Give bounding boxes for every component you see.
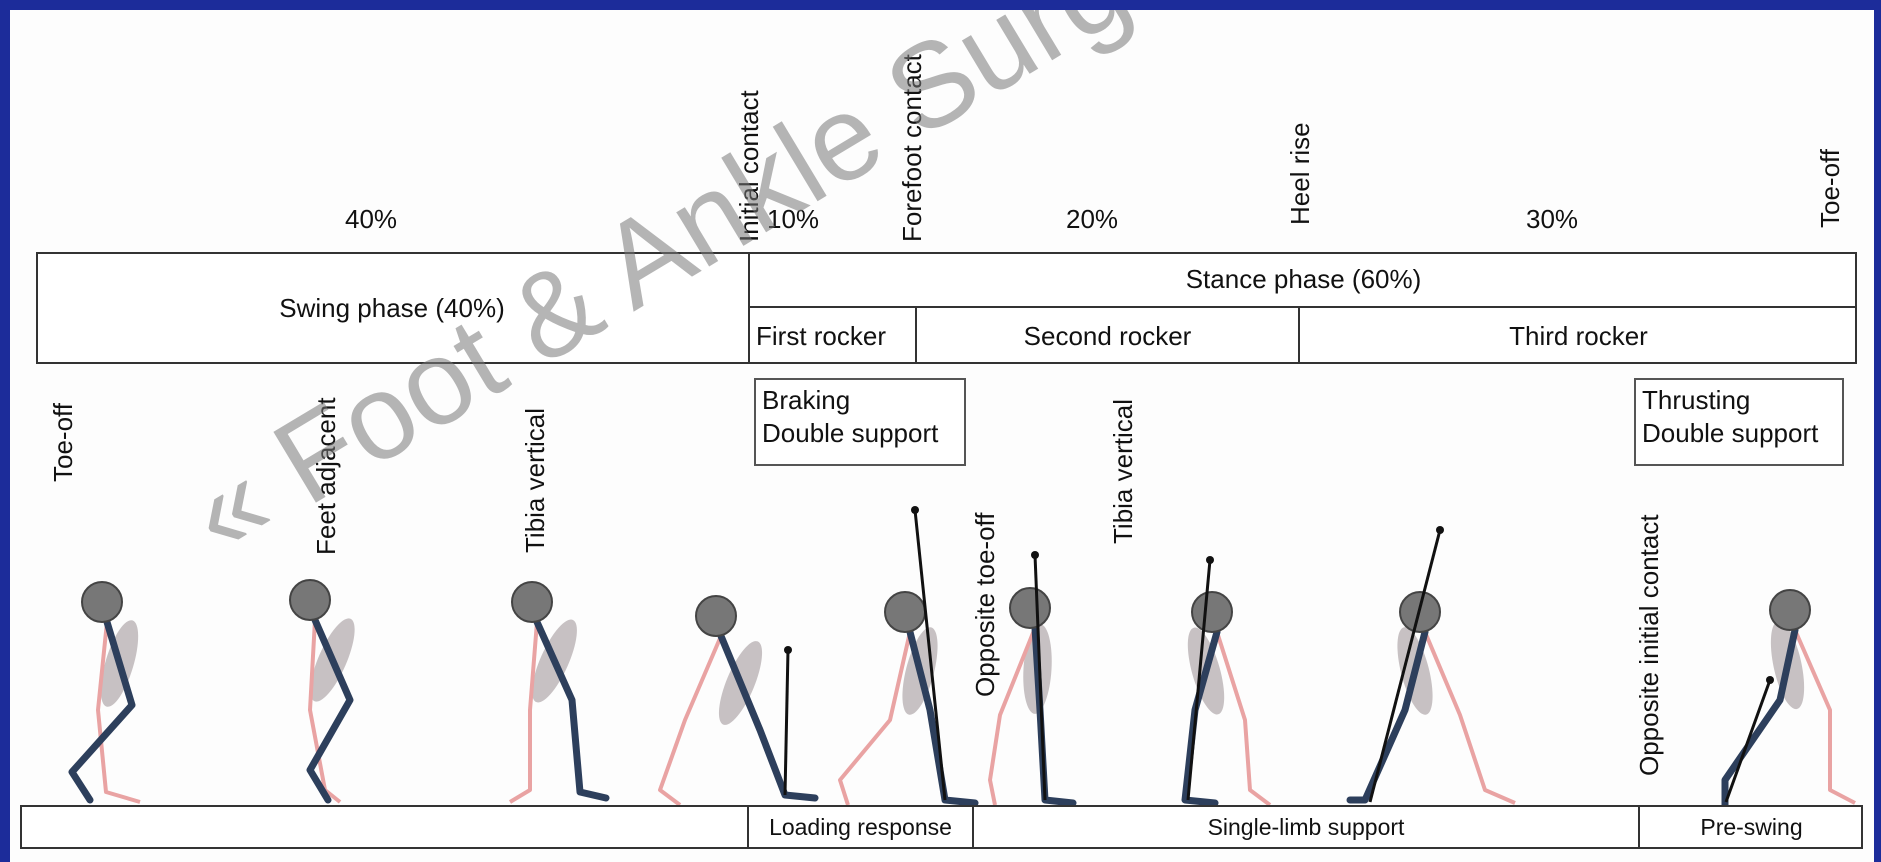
- pelvis-3: [511, 581, 553, 623]
- rocker-divider-1: [915, 306, 917, 364]
- contralateral-leg-8: [1423, 631, 1516, 805]
- force-vector-6: [1033, 554, 1047, 801]
- force-vector-head-9: [1766, 676, 1774, 684]
- contralateral-leg-7: [1215, 631, 1272, 807]
- swing-percent: 40%: [345, 204, 398, 234]
- force-vector-head-6: [1031, 551, 1039, 559]
- thrusting-text: Thrusting: [1642, 385, 1751, 415]
- pelvis-7: [1191, 591, 1233, 633]
- force-vector-8: [1368, 529, 1442, 803]
- force-vector-4: [783, 649, 790, 796]
- first-rocker-cell: First rocker: [756, 320, 886, 351]
- braking-text: Braking: [762, 385, 851, 415]
- rocker-divider: [748, 306, 1857, 308]
- third-rocker-cell: Third rocker: [1509, 320, 1648, 351]
- stance-phase-cell: Stance phase (60%): [1185, 263, 1422, 294]
- reference-leg-5: [906, 628, 979, 807]
- reference-leg-4: [717, 632, 819, 802]
- force-vector-head-8: [1436, 526, 1444, 534]
- contralateral-leg-1: [96, 621, 141, 804]
- braking-double-support-text: Double support: [762, 417, 939, 448]
- pelvis-4: [695, 595, 737, 637]
- force-vector-head-4: [784, 646, 792, 654]
- contralateral-leg-6: [988, 627, 1037, 806]
- loading-response-segment: Loading response: [769, 813, 952, 840]
- third-rocker-percent: 30%: [1526, 204, 1579, 234]
- pelvis-1: [81, 581, 123, 623]
- reference-leg-7: [1181, 628, 1221, 807]
- second-rocker-percent: 20%: [1066, 204, 1119, 234]
- force-vector-head-7: [1206, 556, 1214, 564]
- first-rocker-percent: 10%: [767, 204, 820, 234]
- reference-leg-9: [1721, 626, 1799, 809]
- braking-note: Braking Double support: [754, 378, 966, 466]
- pre-swing-segment: Pre-swing: [1700, 813, 1803, 840]
- bottom-divider-3: [1638, 805, 1640, 849]
- pelvis-5: [884, 591, 926, 633]
- gait-cycle-diagram: 40% 10% 20% 30% Initial contact Forefoot…: [10, 10, 1874, 862]
- thrusting-note: Thrusting Double support: [1634, 378, 1844, 466]
- force-vector-7: [1186, 559, 1212, 801]
- force-vector-5: [913, 509, 947, 801]
- single-limb-support-segment: Single-limb support: [1207, 813, 1405, 840]
- bottom-bar: [20, 805, 1863, 849]
- bottom-divider-2: [972, 805, 974, 849]
- contralateral-leg-3: [508, 621, 539, 804]
- swing-phase-cell: Swing phase (40%): [279, 292, 505, 323]
- contralateral-leg-9: [1793, 629, 1856, 805]
- reference-leg-3: [533, 618, 610, 802]
- bottom-divider-1: [747, 805, 749, 849]
- force-vector-head-5: [911, 506, 919, 514]
- thrusting-double-support-text: Double support: [1642, 417, 1819, 448]
- phase-table: [36, 252, 1857, 364]
- reference-leg-1: [68, 618, 136, 804]
- pelvis-2: [289, 579, 331, 621]
- reference-leg-8: [1346, 628, 1429, 804]
- pelvis-9: [1769, 589, 1811, 631]
- gait-figures: [68, 506, 1856, 809]
- pelvis-6: [1009, 587, 1051, 629]
- stance-divider: [748, 252, 1857, 364]
- reference-leg-2: [306, 616, 354, 804]
- rocker-divider-2: [1298, 306, 1300, 364]
- second-rocker-cell: Second rocker: [1023, 320, 1192, 351]
- contralateral-leg-5: [838, 631, 912, 806]
- contralateral-leg-4: [658, 635, 723, 807]
- force-vector-9: [1724, 679, 1772, 803]
